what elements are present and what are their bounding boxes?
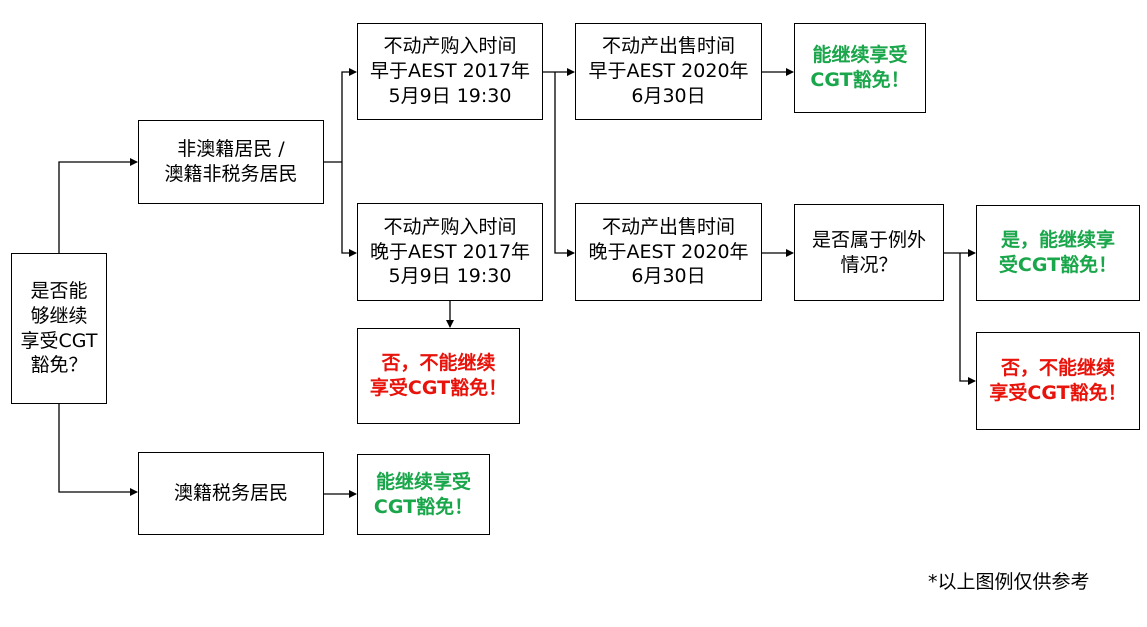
purchase-before-text: 不动产购入时间 早于AEST 2017年 5月9日 19:30 [369,35,531,107]
footnote: *以上图例仅供参考 [928,571,1090,593]
connector-to-not-exempt-2 [959,253,976,385]
resident-text: 澳籍税务居民 [173,482,288,505]
connector-to-purchase-before [341,68,357,162]
start-question-text: 是否能 够继续 享受CGT 豁免？ [20,280,98,377]
exempt-result-text-1: 能继续享受 CGT豁免！ [810,44,910,91]
sale-after-text: 不动产出售时间 晚于AEST 2020年 6月30日 [588,215,749,288]
purchase-before-box: 不动产购入时间 早于AEST 2017年 5月9日 19:30 [357,23,543,120]
purchase-after-text: 不动产购入时间 晚于AEST 2017年 5月9日 19:30 [369,215,531,288]
exempt-yes-result-text: 是，能继续享 受CGT豁免！ [998,229,1118,276]
connector-start-to-non-resident [58,158,138,253]
connector-to-sale-after [554,72,575,257]
exception-question-box: 是否属于例外 情况？ [794,204,944,301]
connector-start-to-resident [58,404,138,496]
not-exempt-result-box-1: 否，不能继续 享受CGT豁免！ [357,328,520,424]
exempt-yes-result-box: 是，能继续享 受CGT豁免！ [976,205,1140,301]
exempt-resident-result-text: 能继续享受 CGT豁免！ [373,470,474,518]
non-resident-box: 非澳籍居民 / 澳籍非税务居民 [138,120,324,204]
sale-before-text: 不动产出售时间 早于AEST 2020年 6月30日 [588,35,749,107]
start-question-box: 是否能 够继续 享受CGT 豁免？ [11,253,107,404]
exempt-result-box-1: 能继续享受 CGT豁免！ [794,23,926,113]
exempt-resident-result-box: 能继续享受 CGT豁免！ [357,454,490,535]
purchase-after-box: 不动产购入时间 晚于AEST 2017年 5月9日 19:30 [357,203,543,301]
sale-after-box: 不动产出售时间 晚于AEST 2020年 6月30日 [575,203,762,301]
not-exempt-result-box-2: 否，不能继续 享受CGT豁免！ [976,332,1140,430]
not-exempt-result-text-1: 否，不能继续 享受CGT豁免！ [369,352,508,399]
non-resident-text: 非澳籍居民 / 澳籍非税务居民 [164,138,298,185]
not-exempt-result-text-2: 否，不能继续 享受CGT豁免！ [989,357,1127,404]
connector-to-purchase-after [341,162,357,257]
resident-box: 澳籍税务居民 [138,452,324,535]
exception-question-text: 是否属于例外 情况？ [811,228,926,276]
sale-before-box: 不动产出售时间 早于AEST 2020年 6月30日 [575,23,762,120]
